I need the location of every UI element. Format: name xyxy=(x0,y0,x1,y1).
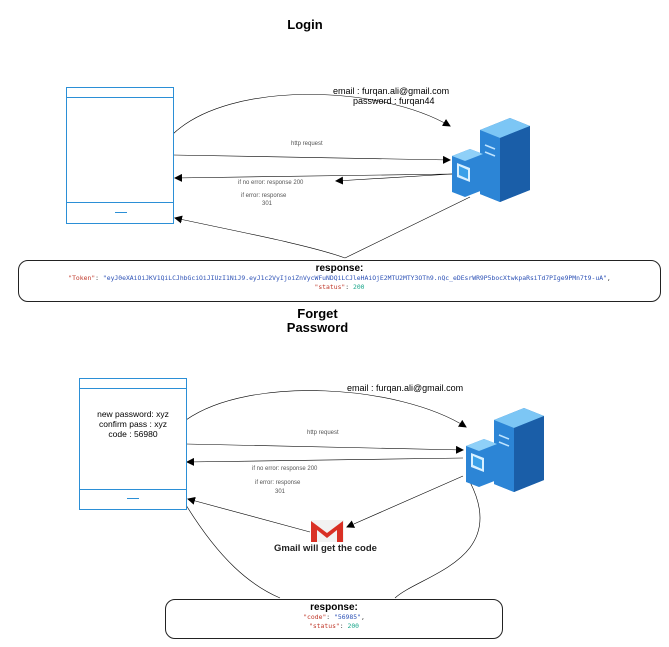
login-credentials-arc xyxy=(172,94,451,135)
gmail-label: Gmail will get the code xyxy=(274,543,377,554)
forget-server-to-response-arc xyxy=(394,481,481,599)
forget-title-line1: Forget xyxy=(297,306,338,321)
confirm-pass-text: confirm pass : xyz xyxy=(98,419,168,429)
forget-response-heading: response: xyxy=(310,602,358,613)
login-error-return-arc xyxy=(174,215,346,259)
login-mobile-device-icon xyxy=(66,87,174,224)
login-title: Login xyxy=(287,17,323,32)
phone-top-bar xyxy=(80,388,186,389)
phone-bottom-bar xyxy=(80,489,186,490)
phone-bottom-bar xyxy=(67,202,173,203)
login-error-label: if error: response xyxy=(241,193,287,199)
login-password-label: password : furqan44 xyxy=(353,96,435,106)
login-response-heading: response: xyxy=(315,263,364,274)
forget-error-label: if error: response xyxy=(255,480,301,486)
forget-response-200-arrow xyxy=(186,457,464,466)
new-password-text: new password: xyz xyxy=(97,409,169,419)
login-email-label: email : furqan.ali@gmail.com xyxy=(333,86,450,96)
forget-phone-form: new password: xyz confirm pass : xyz cod… xyxy=(80,409,186,439)
forget-error-to-phone-arrow xyxy=(187,496,311,533)
forget-error-code: 301 xyxy=(275,489,286,495)
status-value: 200 xyxy=(352,283,365,291)
status-value: 200 xyxy=(347,622,360,630)
login-error-arrow xyxy=(344,196,471,259)
code-key: "code" xyxy=(303,613,327,621)
forget-to-gmail-arrow xyxy=(346,475,464,528)
forget-title-line2: Password xyxy=(286,320,349,335)
phone-home-button xyxy=(127,498,139,499)
phone-top-bar xyxy=(67,97,173,98)
code-value: "56985" xyxy=(334,613,361,621)
forget-email-label: email : furqan.ali@gmail.com xyxy=(347,383,464,393)
token-value: "eyJ0eXAiOiJKV1QiLCJhbGciOiJIUzI1NiJ9.ey… xyxy=(102,274,607,282)
forget-no-error-label: if no error: response 200 xyxy=(252,466,318,472)
forget-phone-to-response-arc xyxy=(185,504,281,599)
login-error-code: 301 xyxy=(262,201,273,207)
phone-home-button xyxy=(115,212,127,213)
login-http-request-arrow xyxy=(172,154,451,164)
login-response-box: response: "Token": "eyJ0eXAiOiJKV1QiLCJh… xyxy=(18,260,661,302)
status-key: "status" xyxy=(314,283,346,291)
login-response-json: "Token": "eyJ0eXAiOiJKV1QiLCJhbGciOiJIUz… xyxy=(68,274,611,291)
forget-response-box: response: "code": "56985", "status": 200 xyxy=(165,599,503,639)
login-response-200-tail xyxy=(335,173,453,185)
login-no-error-label: if no error: response 200 xyxy=(238,180,304,186)
forget-response-json: "code": "56985", "status": 200 xyxy=(303,613,365,630)
forget-title: Forget Password xyxy=(270,307,365,335)
forget-mobile-device-icon: new password: xyz confirm pass : xyz cod… xyxy=(79,378,187,510)
forget-http-request-arrow xyxy=(185,443,464,454)
login-http-request-label: http request xyxy=(291,141,323,147)
forget-http-request-label: http request xyxy=(307,430,339,436)
forget-email-arc xyxy=(185,390,467,428)
token-key: "Token" xyxy=(68,274,96,282)
status-key: "status" xyxy=(308,622,340,630)
code-text: code : 56980 xyxy=(108,429,158,439)
login-response-200-arrow xyxy=(174,173,453,182)
